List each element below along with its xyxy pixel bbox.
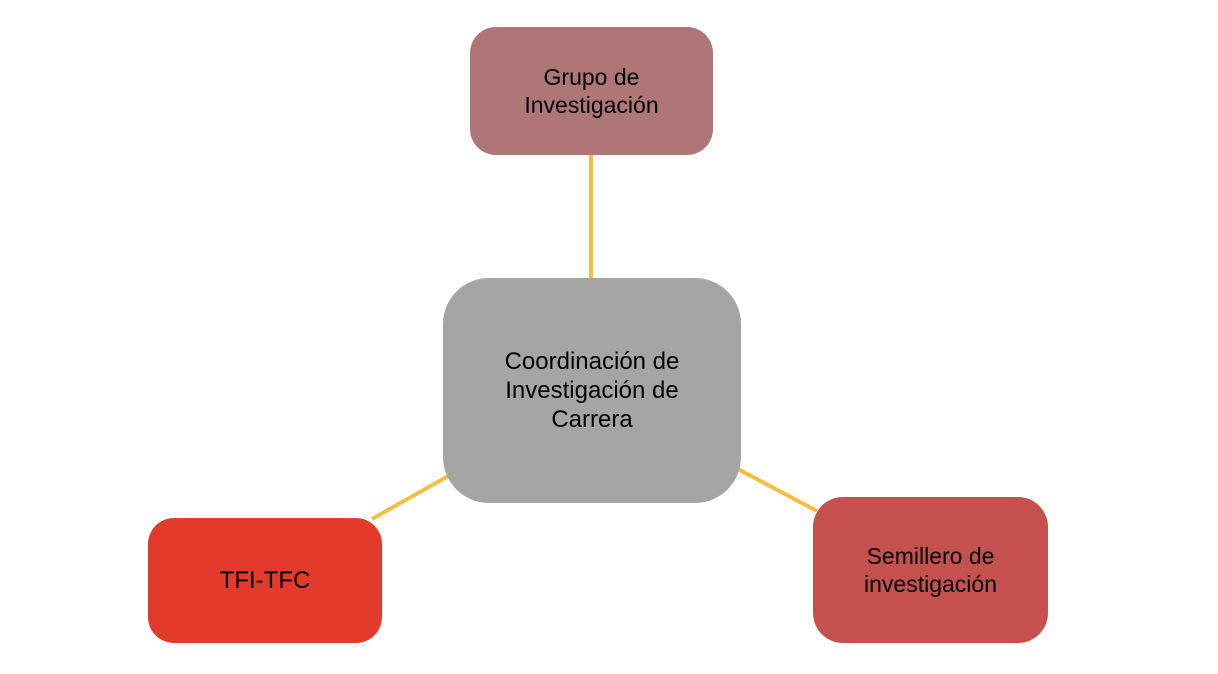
node-semillero-de-investigacion: Semillero de investigación — [813, 497, 1048, 643]
connector-center-to-bottom-right — [733, 465, 818, 513]
node-grupo-de-investigacion: Grupo de Investigación — [470, 27, 713, 155]
node-tfi-tfc: TFI-TFC — [148, 518, 382, 643]
node-grupo-de-investigacion-label: Grupo de Investigación — [524, 63, 659, 118]
node-coordinacion-de-investigacion-label: Coordinación de Investigación de Carrera — [504, 347, 680, 434]
node-coordinacion-de-investigacion: Coordinación de Investigación de Carrera — [443, 278, 741, 503]
node-semillero-de-investigacion-label: Semillero de investigación — [864, 542, 997, 597]
connector-center-to-bottom-left — [371, 473, 451, 521]
node-tfi-tfc-label: TFI-TFC — [219, 566, 311, 594]
